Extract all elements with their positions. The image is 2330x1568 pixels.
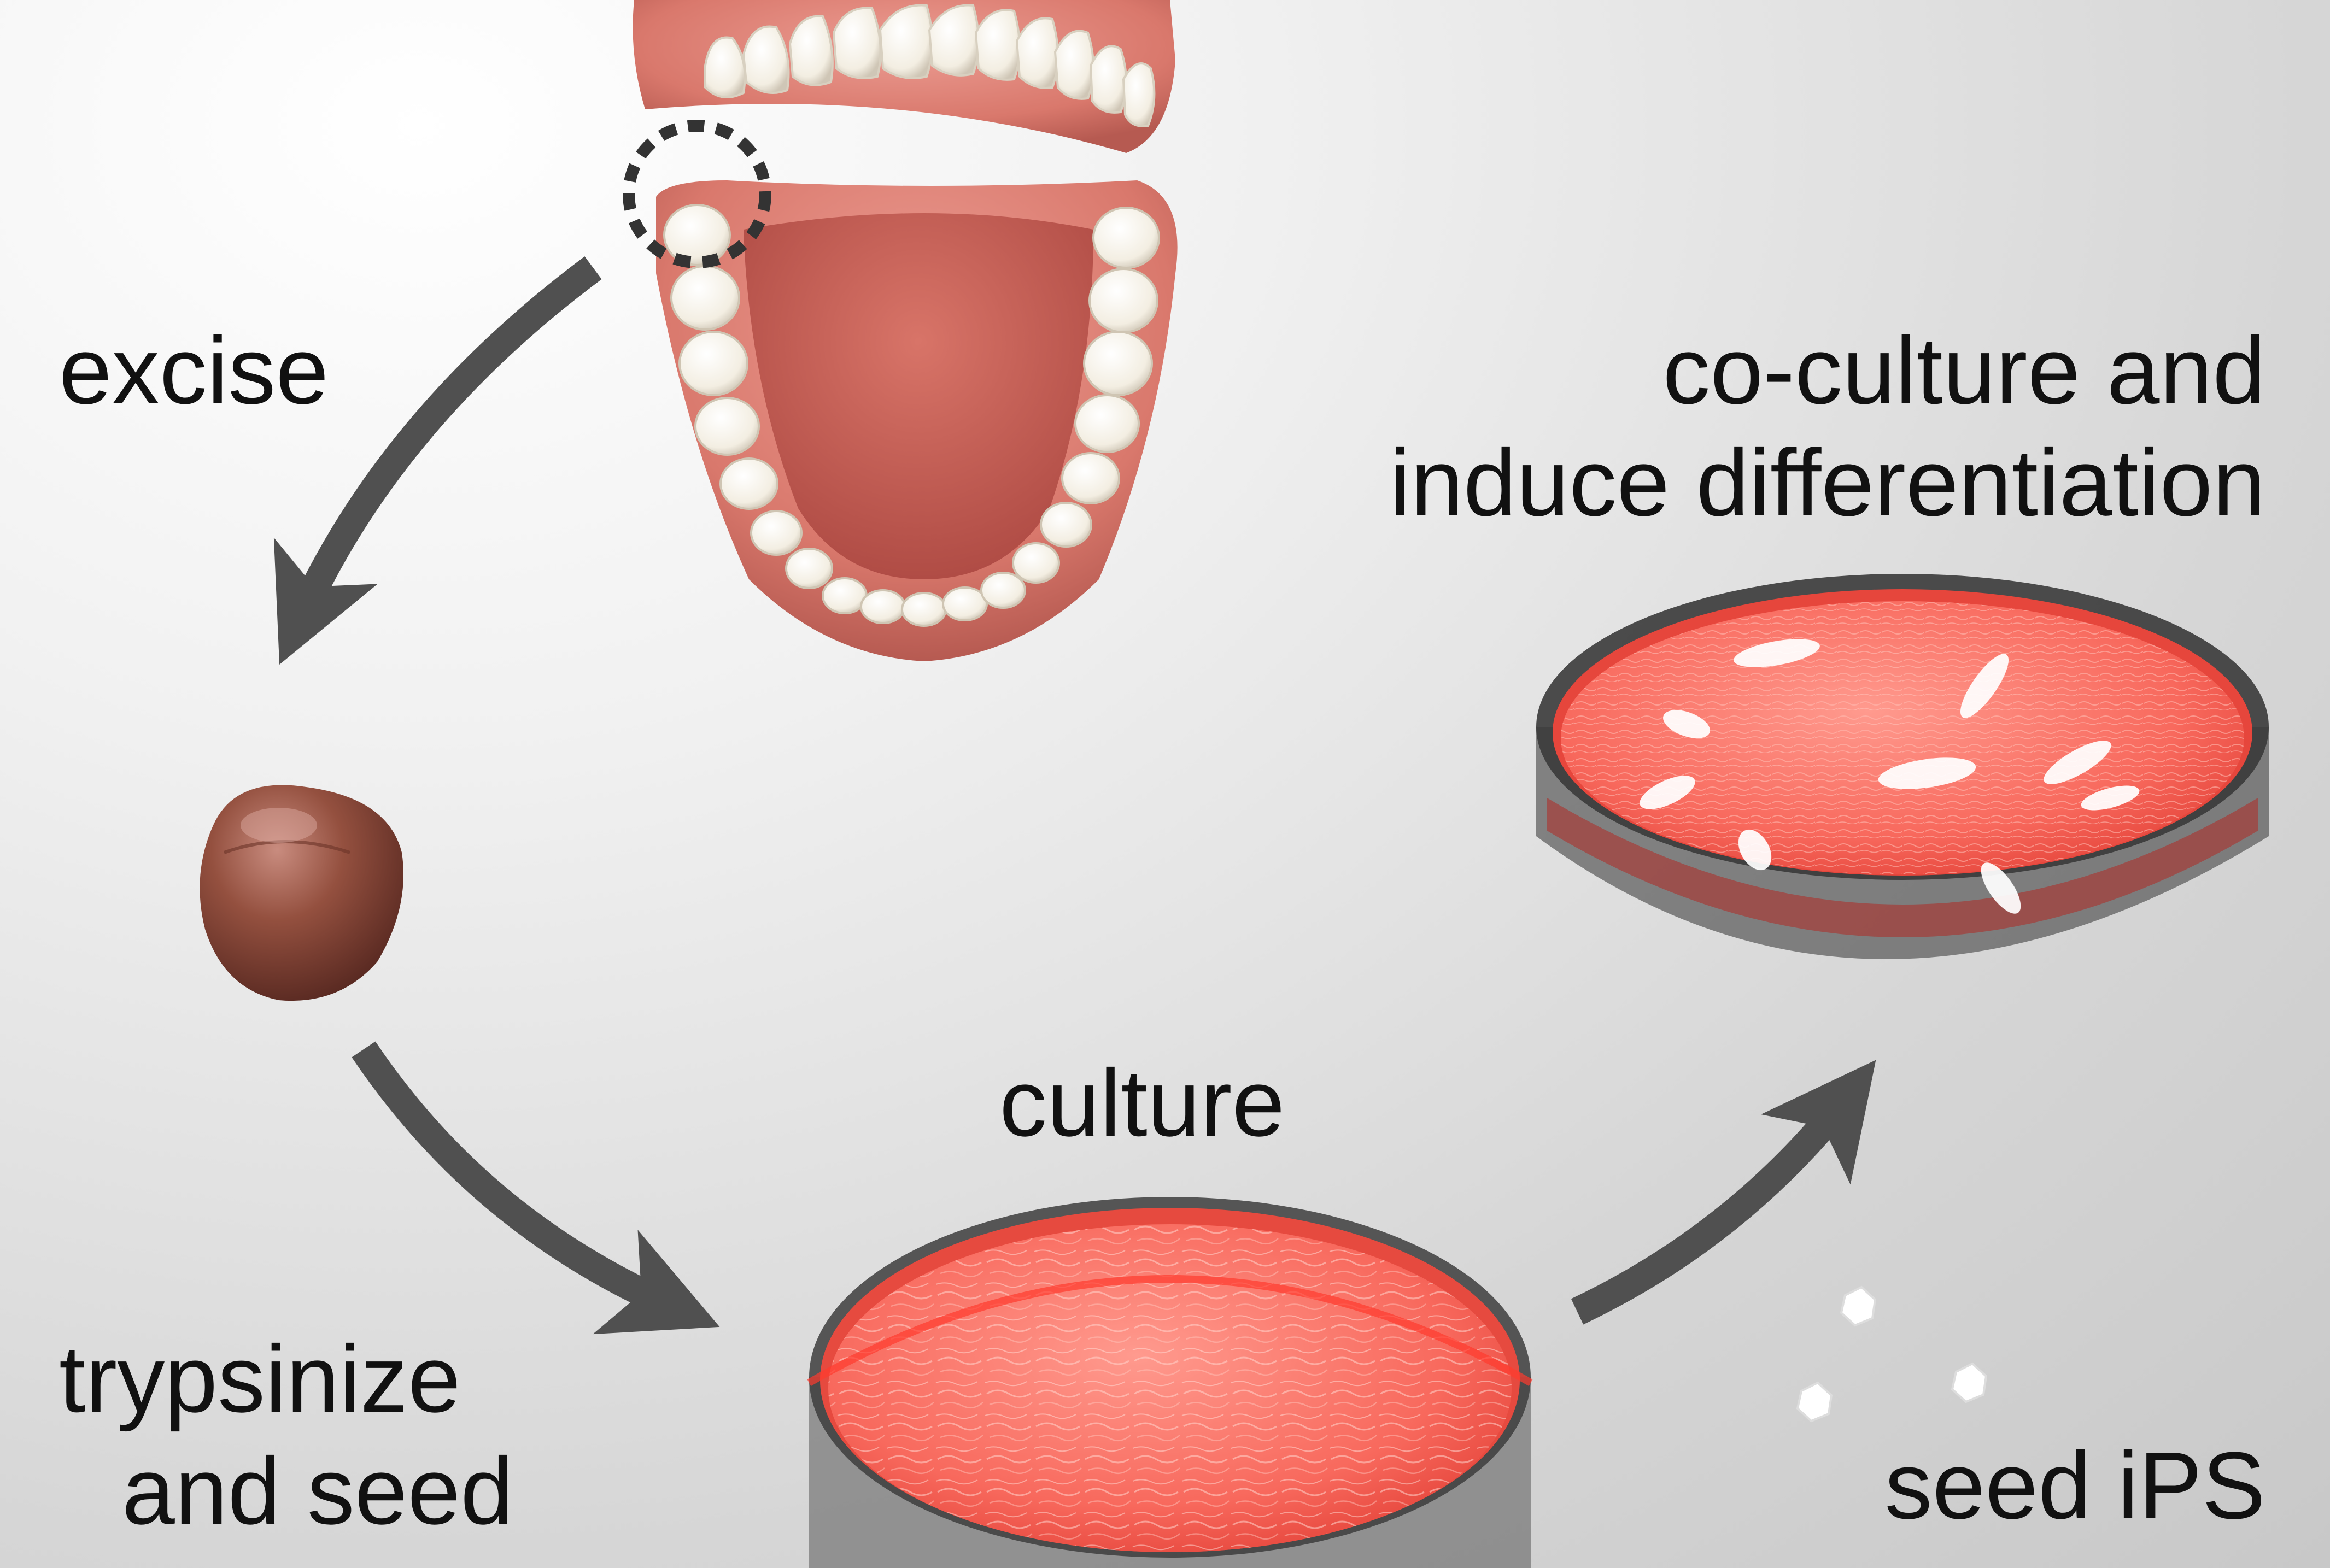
label-coculture: co-culture and induce differentiation <box>1389 314 2265 539</box>
ips-cells-icon <box>1796 1285 1988 1423</box>
arrow-excise <box>273 256 602 665</box>
label-culture: culture <box>999 1047 1285 1159</box>
ips-colony-group <box>1640 639 2140 914</box>
label-excise: excise <box>59 314 329 426</box>
excise-text: excise <box>59 317 329 424</box>
selection-circle <box>623 120 771 268</box>
petri-dish-coculture-icon <box>1536 574 2269 959</box>
culture-text: culture <box>999 1049 1285 1156</box>
flow-arrows <box>273 256 1876 1335</box>
arrow-coculture <box>1571 1060 1876 1325</box>
coculture-text-line1: co-culture and <box>1662 317 2265 424</box>
petri-dish-culture-icon <box>807 1197 1533 1568</box>
coculture-text-line2: induce differentiation <box>1389 429 2265 536</box>
label-trypsinize: trypsinize and seed <box>59 1323 513 1547</box>
label-seed-ips: seed iPS <box>1885 1429 2265 1541</box>
arrow-trypsinize <box>352 1041 720 1335</box>
tissue-icon <box>200 785 403 1001</box>
dental-jaw-icon <box>623 0 1178 661</box>
trypsinize-text-line1: trypsinize <box>59 1325 461 1432</box>
seed-ips-text: seed iPS <box>1884 1432 2265 1538</box>
trypsinize-text-line2: and seed <box>122 1437 513 1544</box>
